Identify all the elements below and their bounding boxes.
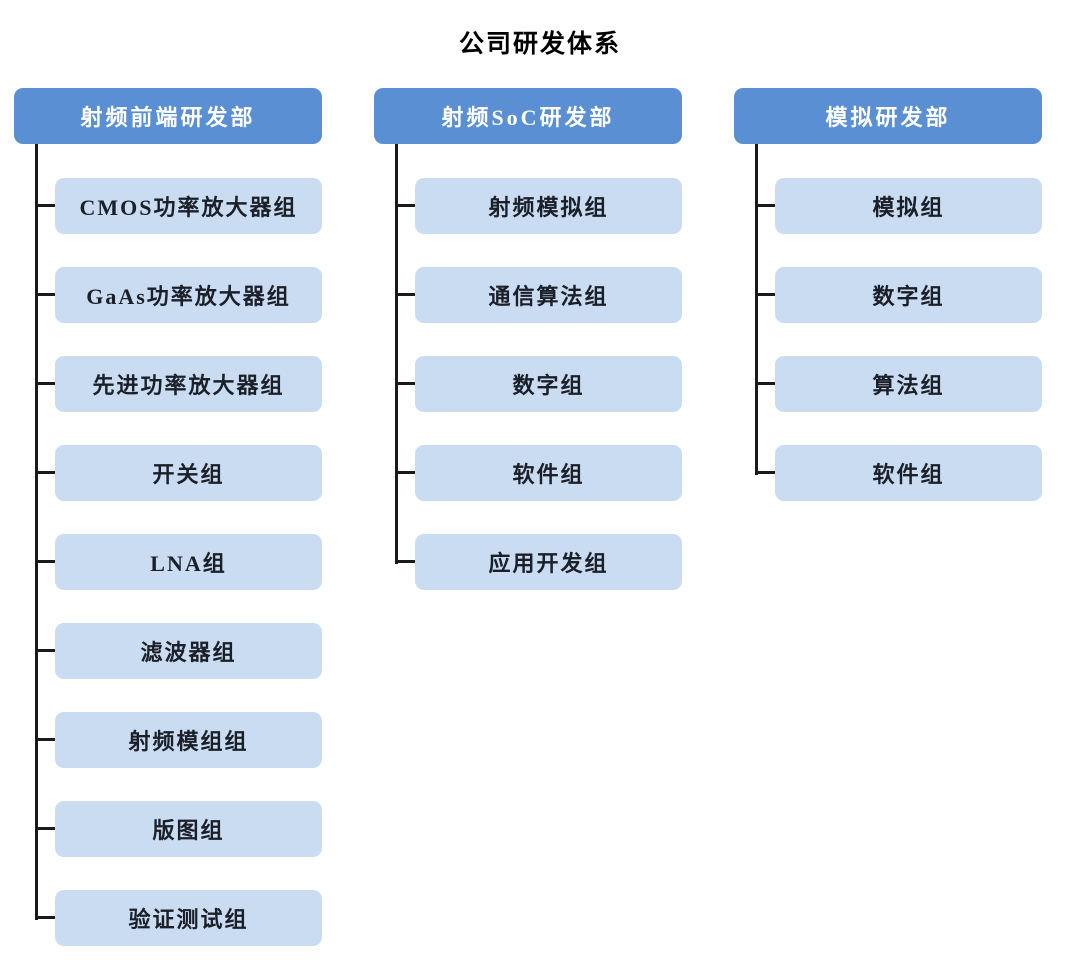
connector-tick	[395, 204, 415, 207]
group-box: CMOS功率放大器组	[55, 178, 322, 234]
group-box: 模拟组	[775, 178, 1042, 234]
page-title: 公司研发体系	[458, 31, 621, 58]
connector-tick	[35, 827, 55, 830]
group-box: 数字组	[775, 267, 1042, 323]
connector-tick	[35, 293, 55, 296]
dept-column: 射频前端研发部 CMOS功率放大器组 GaAs功率放大器组先进功率放大器组开关组 LN…	[14, 88, 322, 958]
connector-tick	[35, 738, 55, 741]
connector-tick	[755, 471, 775, 474]
connector-vline	[755, 144, 758, 475]
group-box: 开关组	[55, 445, 322, 501]
group-box: 版图组	[55, 801, 322, 857]
group-box: 软件组	[775, 445, 1042, 501]
dept-column: 模拟研发部模拟组数字组算法组软件组	[734, 88, 1042, 958]
connector-tick	[395, 560, 415, 563]
connector-vline	[395, 144, 398, 564]
connector-tick	[35, 649, 55, 652]
group-box: 滤波器组	[55, 623, 322, 679]
group-box: LNA组	[55, 534, 322, 590]
group-box: 算法组	[775, 356, 1042, 412]
dept-header: 射频前端研发部	[14, 88, 322, 144]
group-box: 先进功率放大器组	[55, 356, 322, 412]
group-box: 应用开发组	[415, 534, 682, 590]
connector-tick	[395, 293, 415, 296]
connector-tick	[395, 382, 415, 385]
connector-tick	[35, 560, 55, 563]
group-box: 射频模组组	[55, 712, 322, 768]
dept-header: 射频SoC研发部	[374, 88, 682, 144]
connector-tick	[35, 204, 55, 207]
connector-tick	[755, 382, 775, 385]
connector-tick	[35, 382, 55, 385]
connector-vline	[35, 144, 38, 920]
group-box: 软件组	[415, 445, 682, 501]
group-box: GaAs功率放大器组	[55, 267, 322, 323]
group-box: 通信算法组	[415, 267, 682, 323]
group-box: 数字组	[415, 356, 682, 412]
dept-column: 射频SoC研发部射频模拟组通信算法组数字组软件组应用开发组	[374, 88, 682, 958]
connector-tick	[755, 293, 775, 296]
connector-tick	[755, 204, 775, 207]
group-box: 验证测试组	[55, 890, 322, 946]
connector-tick	[35, 916, 55, 919]
connector-tick	[35, 471, 55, 474]
dept-header: 模拟研发部	[734, 88, 1042, 144]
group-box: 射频模拟组	[415, 178, 682, 234]
connector-tick	[395, 471, 415, 474]
